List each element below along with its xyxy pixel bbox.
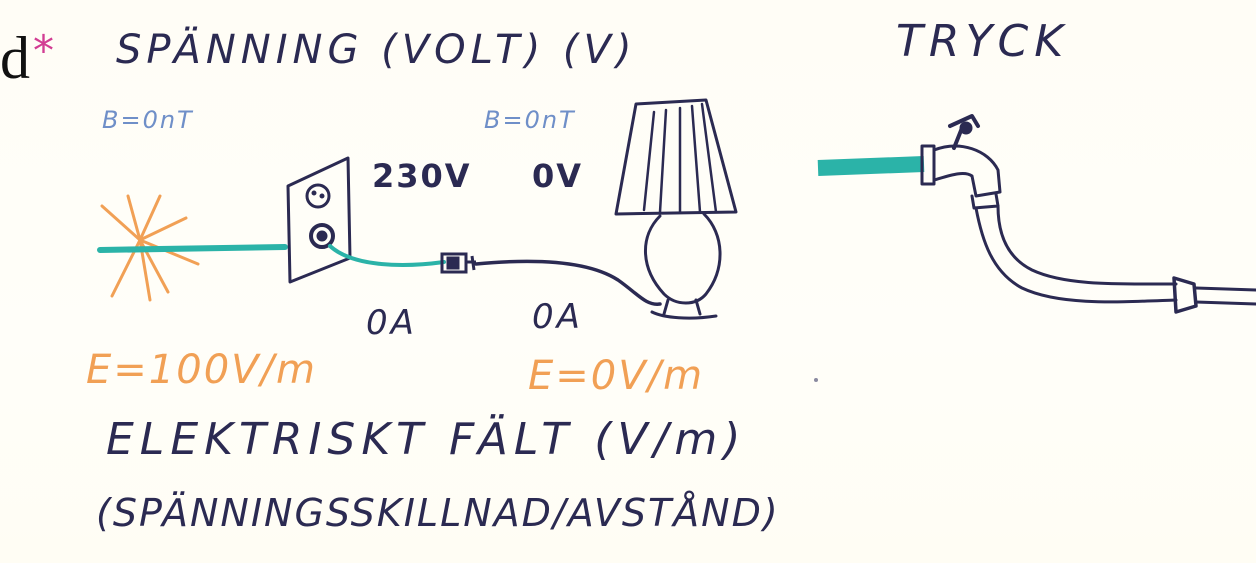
- table-lamp: [614, 98, 738, 320]
- lamp-voltage-label: 0V: [532, 157, 584, 195]
- electric-field-left-label: E=100V/m: [86, 347, 317, 393]
- magnetic-field-left-label: B=0nT: [102, 106, 194, 134]
- socket-cord: [328, 244, 446, 267]
- electric-field-heading: ELEKTRISKT FÄLT (V/m): [106, 414, 747, 465]
- wall-socket: [286, 156, 352, 284]
- cord-switch: [440, 252, 476, 274]
- water-tap: [920, 114, 1002, 210]
- star-icon: *: [33, 26, 54, 75]
- water-pipe: [817, 156, 925, 176]
- stray-dot: [814, 378, 818, 382]
- water-hose: [974, 204, 1256, 314]
- pressure-heading: TRYCK: [896, 16, 1070, 67]
- lamp-cord: [474, 259, 662, 306]
- lamp-current-label: 0A: [532, 297, 583, 337]
- electric-field-right-label: E=0V/m: [528, 353, 705, 399]
- electric-field-definition: (SPÄNNINGSSKILLNAD/AVSTÅND): [96, 491, 780, 535]
- socket-current-label: 0A: [366, 303, 417, 343]
- magnetic-field-right-label: B=0nT: [484, 106, 576, 134]
- socket-voltage-label: 230V: [372, 157, 472, 195]
- mains-wire: [97, 244, 288, 253]
- cropped-text-fragment: d: [0, 25, 30, 91]
- voltage-heading: SPÄNNING (VOLT) (V): [116, 27, 637, 73]
